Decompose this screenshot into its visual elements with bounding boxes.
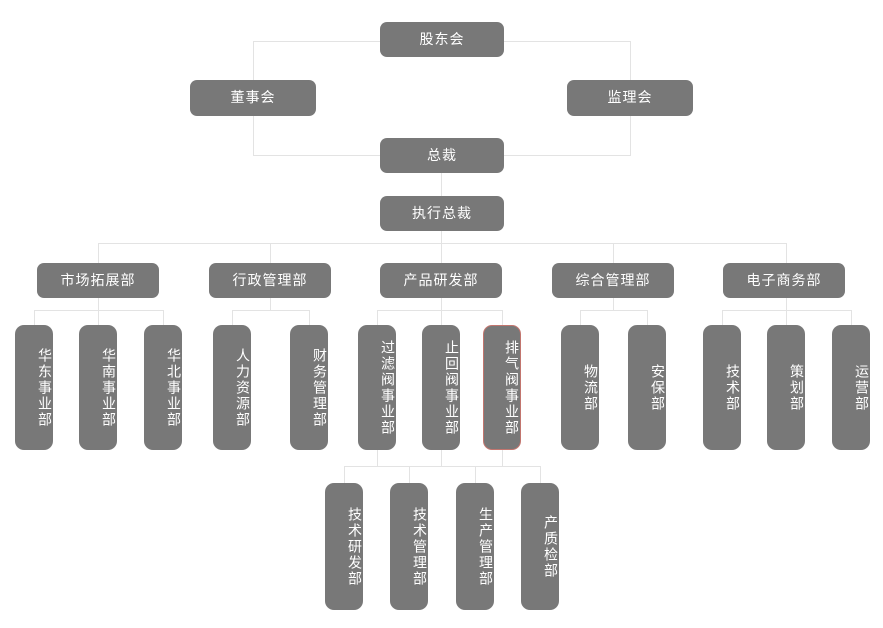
connector-line [540,466,541,483]
node-valve-subunit-tech-rnd[interactable]: 技术研发部 [325,483,363,610]
node-subunit-finance[interactable]: 财务管理部 [290,325,328,450]
node-exec-president[interactable]: 执行总裁 [380,196,504,231]
connector-line [232,310,309,311]
connector-line [441,231,442,243]
node-subunit-hr[interactable]: 人力资源部 [213,325,251,450]
node-subunit-tech[interactable]: 技术部 [703,325,741,450]
node-subunit-planning[interactable]: 策划部 [767,325,805,450]
node-subunit-operation[interactable]: 运营部 [832,325,870,450]
connector-line [502,450,503,466]
node-president[interactable]: 总裁 [380,138,504,173]
connector-line [409,466,410,483]
connector-line [441,310,442,325]
connector-line [580,310,581,325]
connector-line [270,298,271,310]
node-department-admin[interactable]: 行政管理部 [209,263,331,298]
node-subunit-south[interactable]: 华南事业部 [79,325,117,450]
node-subunit-east[interactable]: 华东事业部 [15,325,53,450]
connector-line [98,243,786,244]
node-department-market[interactable]: 市场拓展部 [37,263,159,298]
node-valve-subunit-prod-mgmt[interactable]: 生产管理部 [456,483,494,610]
node-board[interactable]: 董事会 [190,80,316,116]
node-subunit-logistics[interactable]: 物流部 [561,325,599,450]
connector-line [309,310,310,325]
node-subunit-filter[interactable]: 过滤阀事业部 [358,325,396,450]
connector-line [502,310,503,325]
connector-line [475,466,476,483]
connector-line [232,310,233,325]
connector-line [580,310,647,311]
connector-line [786,243,787,263]
connector-line [441,298,442,310]
node-department-general[interactable]: 综合管理部 [552,263,674,298]
connector-line [441,243,442,263]
node-shareholders[interactable]: 股东会 [380,22,504,57]
connector-line [344,466,345,483]
connector-line [647,310,648,325]
node-valve-subunit-tech-mgmt[interactable]: 技术管理部 [390,483,428,610]
connector-line [98,298,99,310]
connector-line [722,310,723,325]
connector-line [851,310,852,325]
node-subunit-security[interactable]: 安保部 [628,325,666,450]
connector-line [98,310,99,325]
connector-line [613,243,614,263]
node-subunit-exhaust[interactable]: 排气阀事业部 [483,325,521,450]
connector-line [163,310,164,325]
connector-line [441,172,442,196]
connector-line [377,310,502,311]
connector-line [441,450,442,466]
connector-line [377,310,378,325]
connector-line [786,310,787,325]
connector-line [613,298,614,310]
node-valve-subunit-qa[interactable]: 产质检部 [521,483,559,610]
node-subunit-north[interactable]: 华北事业部 [144,325,182,450]
node-subunit-check[interactable]: 止回阀事业部 [422,325,460,450]
node-department-ecommerce[interactable]: 电子商务部 [723,263,845,298]
connector-line [786,298,787,310]
connector-line [270,243,271,263]
node-supervisors[interactable]: 监理会 [567,80,693,116]
connector-line [377,450,378,466]
connector-line [344,466,541,467]
connector-line [98,243,99,263]
connector-line [34,310,35,325]
node-department-rnd[interactable]: 产品研发部 [380,263,502,298]
